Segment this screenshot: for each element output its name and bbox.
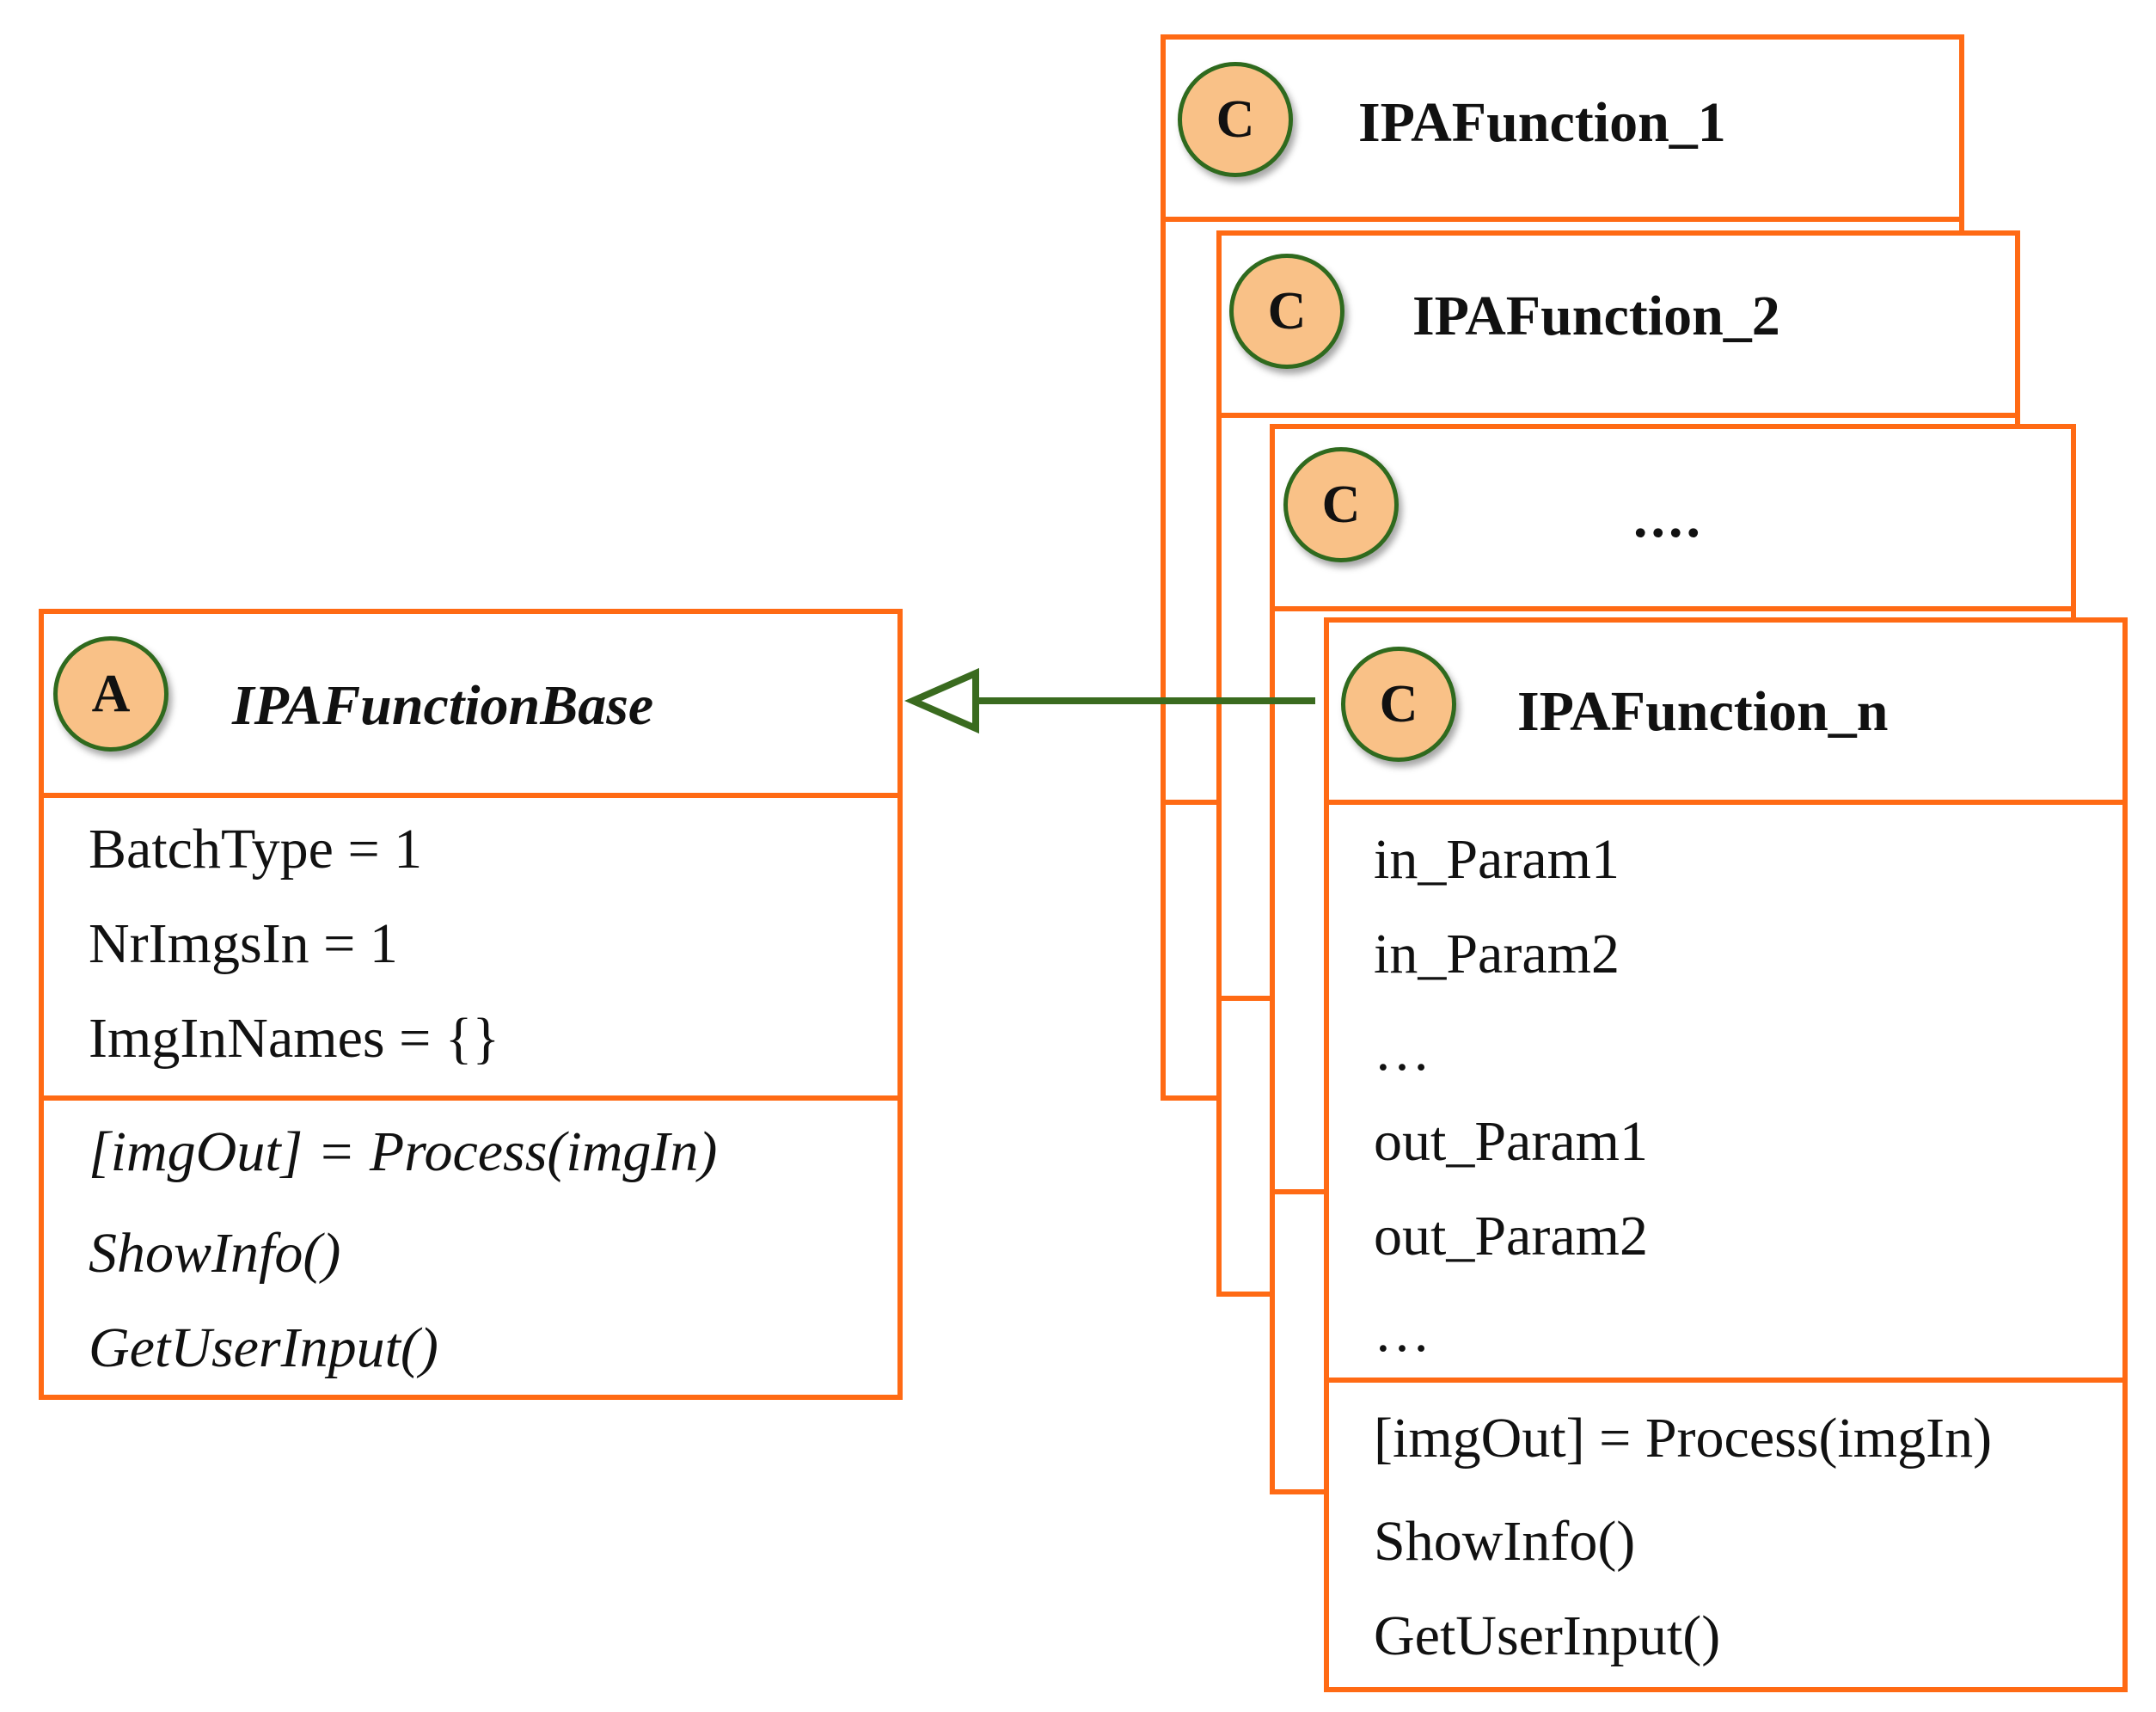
abstract-class-badge-icon: A [53,636,168,752]
attribute-row: in_Param1 [1374,828,1620,891]
method-row: ShowInfo() [89,1222,341,1285]
class-title-ellipsis: .... [1633,487,1704,549]
method-row: GetUserInput() [89,1316,438,1379]
class-header [1222,236,2015,418]
method-row: GetUserInput() [1374,1605,1721,1667]
attribute-row: … [1374,1301,1430,1364]
hollow-triangle-arrow-icon [904,667,979,734]
section-divider [44,1095,897,1101]
attribute-row: NrImgsIn = 1 [89,912,398,975]
class-header [1275,429,2071,611]
class-box-ipafunction-n [1324,617,2128,1692]
class-header [1329,623,2122,805]
method-row: [imgOut] = Process(imgIn) [1374,1407,1993,1470]
class-title-ipafunction-2: IPAFunction_2 [1412,285,1780,347]
attribute-row: in_Param2 [1374,923,1620,985]
attribute-row: … [1374,1020,1430,1083]
method-row: [imgOut] = Process(imgIn) [89,1120,718,1183]
class-type-badge-icon: C [1178,62,1293,177]
method-row: ShowInfo() [1374,1510,1636,1573]
attribute-row: out_Param2 [1374,1205,1648,1267]
class-title-ipafunction-1: IPAFunction_1 [1358,91,1726,154]
attribute-row: ImgInNames = {} [89,1007,500,1070]
section-divider [1329,1378,2122,1383]
class-title-ipafunctionbase: IPAFunctionBase [232,674,654,737]
class-header [1166,40,1959,222]
class-header [44,614,897,798]
class-type-badge-icon: C [1283,447,1399,562]
class-type-badge-icon: C [1229,254,1344,369]
class-box-ipafunctionbase [39,609,903,1400]
class-type-badge-icon: C [1341,647,1456,762]
attribute-row: BatchType = 1 [89,818,423,881]
attribute-row: out_Param1 [1374,1110,1648,1173]
class-title-ipafunction-n: IPAFunction_n [1517,680,1889,743]
